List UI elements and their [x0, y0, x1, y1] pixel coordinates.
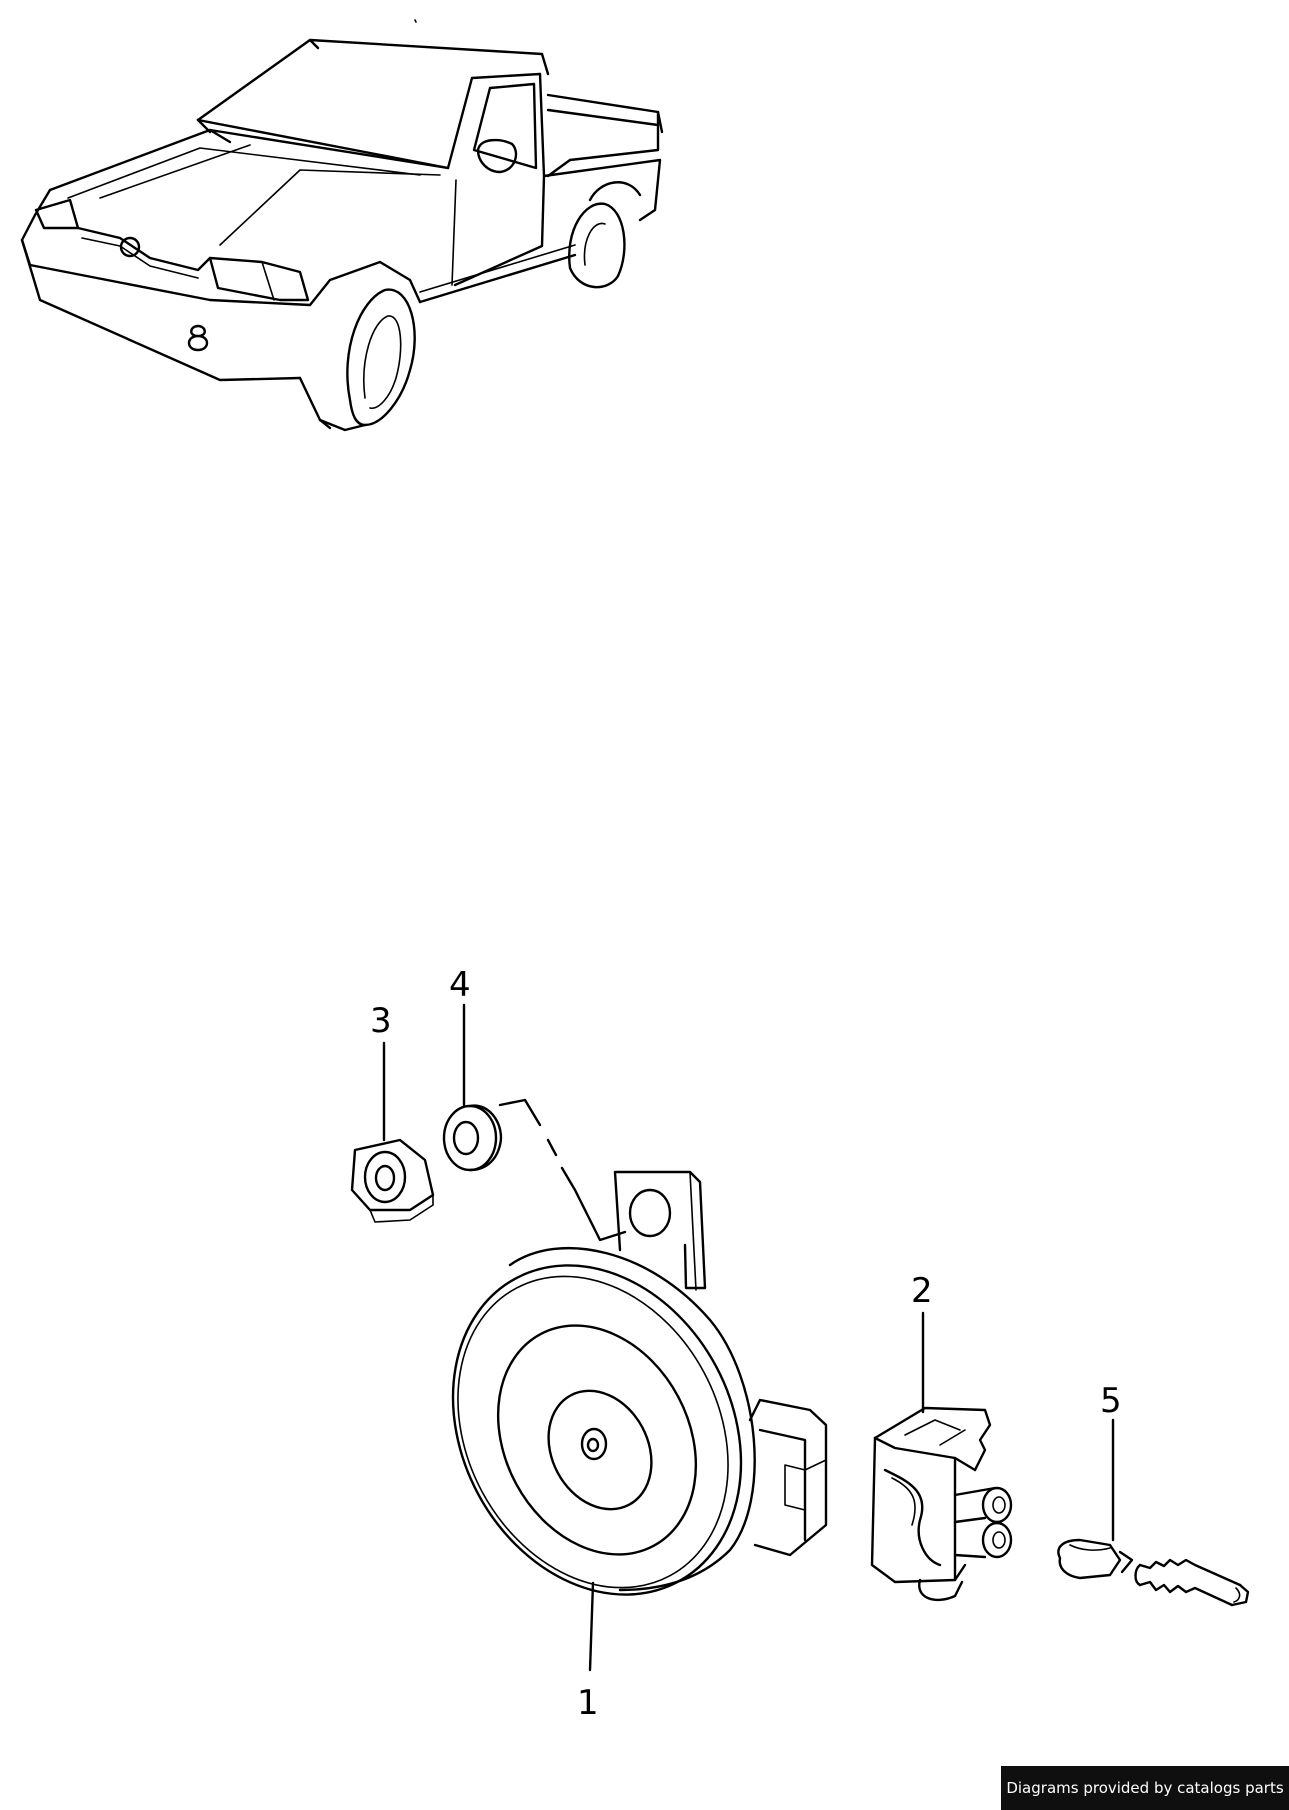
- horn-part-1: [451, 1170, 828, 1596]
- callout-5: 5: [1100, 1381, 1122, 1421]
- assembly-line: [498, 1098, 627, 1242]
- terminal-part-5: [1057, 1538, 1250, 1607]
- credit-text: Diagrams provided by catalogs parts: [1006, 1779, 1284, 1797]
- nut-part-3: [350, 1138, 435, 1223]
- callout-4: 4: [449, 965, 471, 1005]
- callout-3: 3: [370, 1001, 392, 1041]
- credit-badge: Diagrams provided by catalogs parts: [1001, 1766, 1289, 1810]
- washer-part-4: [442, 1104, 503, 1172]
- callout-1: 1: [577, 1683, 599, 1723]
- leader-lines: [382, 1003, 1115, 1672]
- connector-part-2: [870, 1406, 1013, 1602]
- vehicle-illustration: [20, 19, 664, 432]
- callout-2: 2: [911, 1271, 933, 1311]
